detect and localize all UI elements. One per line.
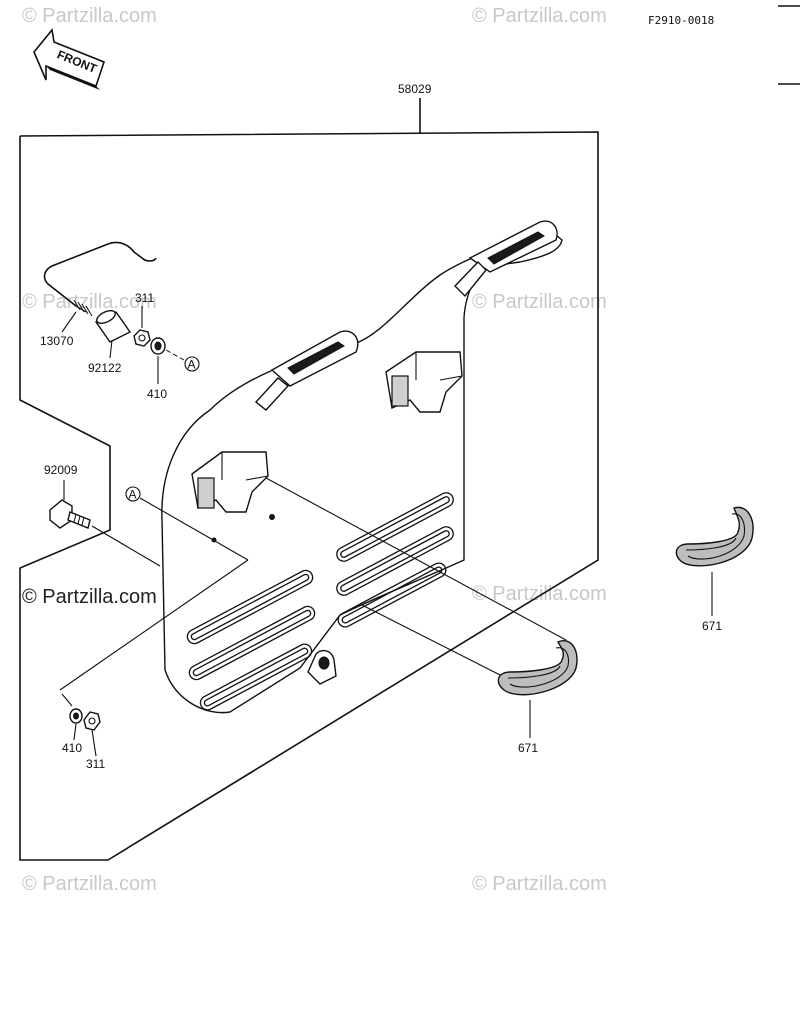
watermark-lower-right: © Partzilla.com (472, 583, 607, 605)
label-671-center: 671 (518, 741, 538, 755)
rubber-band-671-center (497, 640, 578, 696)
label-58029: 58029 (398, 82, 432, 96)
wire-rod-13070 (43, 241, 157, 317)
front-arrow-icon: FRONT (33, 28, 105, 90)
bolt-92009 (49, 499, 91, 529)
mount-hole-1 (269, 514, 275, 520)
leader-311-bottom (91, 729, 97, 757)
watermark-top-right: © Partzilla.com (472, 5, 607, 27)
ref-a-circle-lower (125, 486, 141, 502)
watermark-mid-left: © Partzilla.com (22, 291, 157, 313)
label-13070: 13070 (40, 334, 74, 348)
leader-ref-a-lower (139, 497, 249, 561)
upper-left-strap-mount (254, 330, 359, 411)
label-410-bottom: 410 (62, 741, 82, 755)
leader-bolt-to-nut (59, 559, 249, 691)
leader-fastener-bottom (61, 693, 73, 707)
leader-92122 (109, 339, 113, 359)
watermark-top-left: © Partzilla.com (22, 5, 157, 27)
leader-ref-a-upper (165, 349, 185, 361)
nut-311-top (133, 329, 151, 347)
plate-bottom-tab (307, 649, 337, 685)
label-410-top: 410 (147, 387, 167, 401)
label-311-bottom: 311 (86, 757, 105, 771)
vent-slots-right (336, 492, 454, 628)
upper-right-strap-mount (454, 220, 558, 298)
collar-92122 (94, 310, 132, 343)
nut-311-bottom (83, 711, 101, 731)
leader-13070 (61, 311, 77, 333)
watermark-mid-right: © Partzilla.com (472, 291, 607, 313)
reference-code: F2910-0018 (648, 14, 714, 27)
watermark-bottom-left: © Partzilla.com (22, 873, 157, 895)
vent-slots-left (186, 569, 316, 711)
watermark-lower-left: © Partzilla.com (22, 586, 157, 608)
upper-clip-bracket (385, 351, 463, 413)
watermark-bottom-right: © Partzilla.com (472, 873, 607, 895)
lower-clip-bracket (191, 451, 269, 513)
washer-410-bottom (69, 708, 83, 724)
assembly-outline (19, 131, 599, 861)
label-311-top: 311 (135, 291, 154, 305)
label-92009: 92009 (44, 463, 78, 477)
leader-plate-to-band (359, 603, 511, 681)
ref-a-label-lower: A (129, 488, 137, 502)
ref-a-label-upper: A (188, 358, 196, 372)
washer-410-top (150, 337, 166, 355)
leader-bolt-path (91, 525, 161, 567)
leader-bracket-to-band (265, 477, 567, 641)
label-671-right: 671 (702, 619, 722, 633)
rubber-band-671-right (675, 506, 754, 567)
ref-a-circle-upper (184, 356, 200, 372)
label-92122: 92122 (88, 361, 122, 375)
leader-410-bottom (73, 723, 77, 741)
